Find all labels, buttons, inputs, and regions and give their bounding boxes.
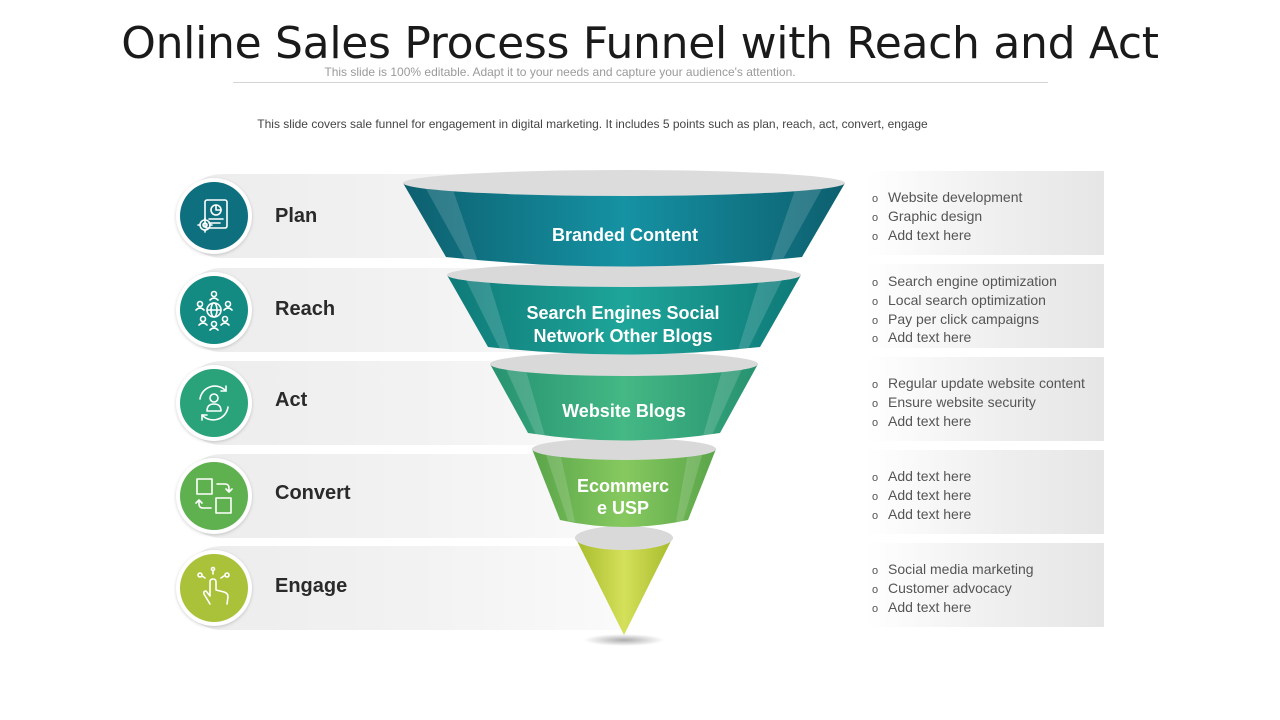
bullet-marker: o — [872, 379, 879, 391]
bullet-marker: o — [872, 602, 879, 615]
convert-squares-icon — [180, 462, 248, 530]
page-subtitle: This slide is 100% editable. Adapt it to… — [324, 65, 796, 79]
funnel-segment-act — [490, 352, 758, 441]
stage-circle — [176, 272, 252, 348]
funnel-segment-engage — [575, 526, 673, 646]
bullet-marker: o — [872, 295, 879, 308]
stage-label-convert: Convert — [275, 482, 351, 504]
bullet-marker: o — [872, 397, 879, 410]
bullet-marker: o — [872, 509, 879, 522]
title-divider — [233, 82, 1048, 83]
bullet-marker: o — [872, 490, 879, 503]
stage-circle — [176, 458, 252, 534]
touch-hand-icon — [180, 554, 248, 622]
person-cycle-icon — [180, 369, 248, 437]
bullet-marker: o — [872, 211, 879, 224]
funnel-label-reach-line1: Search Engines Social — [526, 303, 719, 323]
bullet-marker: o — [872, 583, 879, 596]
stage-label-engage: Engage — [275, 575, 348, 597]
stage-label-reach: Reach — [275, 298, 336, 320]
stage-circle — [176, 178, 252, 254]
stage-label-plan: Plan — [275, 205, 318, 227]
network-globe-icon — [180, 276, 248, 344]
bullet-marker: o — [872, 472, 879, 484]
bullet-marker: o — [872, 416, 879, 429]
funnel-label-plan: Branded Content — [552, 225, 698, 245]
funnel-label-convert-line1: Ecommerc — [577, 476, 669, 496]
stage-band — [180, 546, 620, 630]
bullet-marker: o — [872, 565, 879, 577]
funnel-segment-reach — [447, 263, 801, 355]
page-title: Online Sales Process Funnel with Reach a… — [121, 18, 1159, 69]
funnel-label-convert-line2: e USP — [597, 498, 649, 518]
bullet-marker: o — [872, 193, 879, 205]
bullet-marker: o — [872, 333, 879, 346]
stage-circle — [176, 550, 252, 626]
planning-document-icon — [180, 182, 248, 250]
stage-label-act: Act — [275, 389, 308, 411]
slide-description: This slide covers sale funnel for engage… — [257, 117, 928, 131]
funnel-segment-plan — [403, 170, 845, 267]
funnel-label-reach-line2: Network Other Blogs — [533, 326, 712, 346]
bullet-marker: o — [872, 230, 879, 243]
stage-circle — [176, 365, 252, 441]
funnel-segment-convert — [532, 438, 716, 527]
funnel-label-act: Website Blogs — [562, 401, 686, 421]
bullet-marker: o — [872, 314, 879, 327]
bullet-marker: o — [872, 277, 879, 289]
